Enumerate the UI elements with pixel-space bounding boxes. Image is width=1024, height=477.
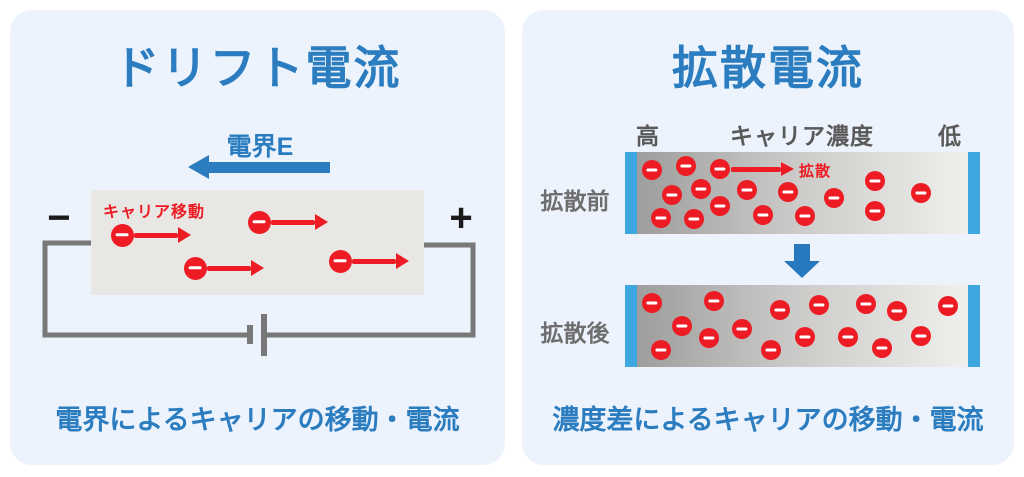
before-diffusion-box: 拡散	[625, 152, 980, 234]
diffusion-caption: 濃度差によるキャリアの移動・電流	[552, 405, 984, 435]
arrow-shaft	[271, 219, 315, 225]
time-progress-arrow-icon	[784, 244, 820, 278]
electron-icon	[247, 210, 271, 234]
electron-icon	[662, 185, 682, 205]
arrow-head-left-icon	[188, 155, 209, 179]
electron-icon	[699, 328, 719, 348]
electron-icon	[938, 296, 958, 316]
electron-icon	[710, 159, 730, 179]
electrode-bar-left-icon	[625, 285, 637, 367]
electric-field-label: 電界E	[226, 133, 294, 161]
electron-icon	[911, 326, 931, 346]
electrode-bar-left-icon	[625, 152, 637, 234]
electron-icon	[865, 171, 885, 191]
arrow-head-right-icon	[178, 227, 191, 243]
arrow-head-down-icon	[784, 261, 820, 278]
electron-icon	[672, 316, 692, 336]
electron-icon	[753, 205, 773, 225]
arrow-shaft	[134, 232, 178, 238]
before-diffusion-label: 拡散前	[540, 188, 610, 214]
electron-icon	[642, 160, 662, 180]
drift-caption: 電界によるキャリアの移動・電流	[55, 405, 460, 435]
arrow-head-right-icon	[251, 260, 264, 276]
diffusion-panel-title: 拡散電流	[672, 42, 864, 94]
after-diffusion-label: 拡散後	[540, 320, 610, 346]
carrier-move-label: キャリア移動	[103, 204, 206, 221]
electron-icon	[732, 319, 752, 339]
positive-terminal-label: +	[449, 196, 473, 240]
drift-current-panel: ドリフト電流 電界E − + キャリア移動 電界によるキャリアの移動・電流	[10, 10, 505, 465]
after-diffusion-box	[625, 285, 980, 367]
electron-icon	[856, 294, 876, 314]
electron-icon	[684, 209, 704, 229]
concentration-high-label: 高	[636, 123, 660, 149]
electron-icon	[110, 223, 134, 247]
drift-carrier-box: キャリア移動	[91, 190, 424, 295]
carrier-concentration-label: キャリア濃度	[730, 123, 874, 149]
electron-icon	[737, 180, 757, 200]
circuit-wires	[42, 240, 476, 356]
electron-icon	[676, 156, 696, 176]
electron-icon	[328, 249, 352, 273]
diffusion-direction-label: 拡散	[799, 163, 832, 180]
electron-icon	[183, 256, 207, 280]
electrode-bar-right-icon	[968, 285, 980, 367]
arrow-head-right-icon	[396, 253, 409, 269]
arrow-head-right-icon	[315, 214, 328, 230]
electron-icon	[809, 295, 829, 315]
wire-right	[264, 242, 476, 338]
electron-icon	[642, 293, 662, 313]
negative-terminal-label: −	[47, 196, 71, 240]
electron-icon	[795, 327, 815, 347]
diffusion-current-panel: 拡散電流 高 キャリア濃度 低 拡散前 拡散 拡散後 濃度差によるキャリアの移動…	[522, 10, 1014, 465]
arrow-head-right-icon	[781, 162, 794, 176]
electron-icon	[887, 301, 907, 321]
arrow-shaft	[731, 166, 781, 172]
arrow-shaft	[352, 258, 396, 264]
arrow-shaft	[209, 161, 330, 173]
arrow-shaft	[794, 244, 810, 261]
wire-left	[42, 240, 250, 338]
electron-icon	[838, 327, 858, 347]
electron-icon	[770, 300, 790, 320]
electron-icon	[778, 182, 798, 202]
drift-panel-title: ドリフト電流	[113, 42, 402, 94]
electron-icon	[651, 340, 671, 360]
electron-icon	[710, 196, 730, 216]
electrode-bar-right-icon	[968, 152, 980, 234]
concentration-low-label: 低	[938, 123, 962, 149]
electron-icon	[704, 291, 724, 311]
electric-field-arrow-icon	[188, 155, 330, 179]
electron-icon	[691, 179, 711, 199]
electron-icon	[795, 206, 815, 226]
electron-icon	[872, 338, 892, 358]
electron-icon	[911, 183, 931, 203]
arrow-shaft	[207, 265, 251, 271]
electron-icon	[761, 340, 781, 360]
electron-icon	[651, 208, 671, 228]
electron-icon	[824, 188, 844, 208]
electron-icon	[865, 201, 885, 221]
